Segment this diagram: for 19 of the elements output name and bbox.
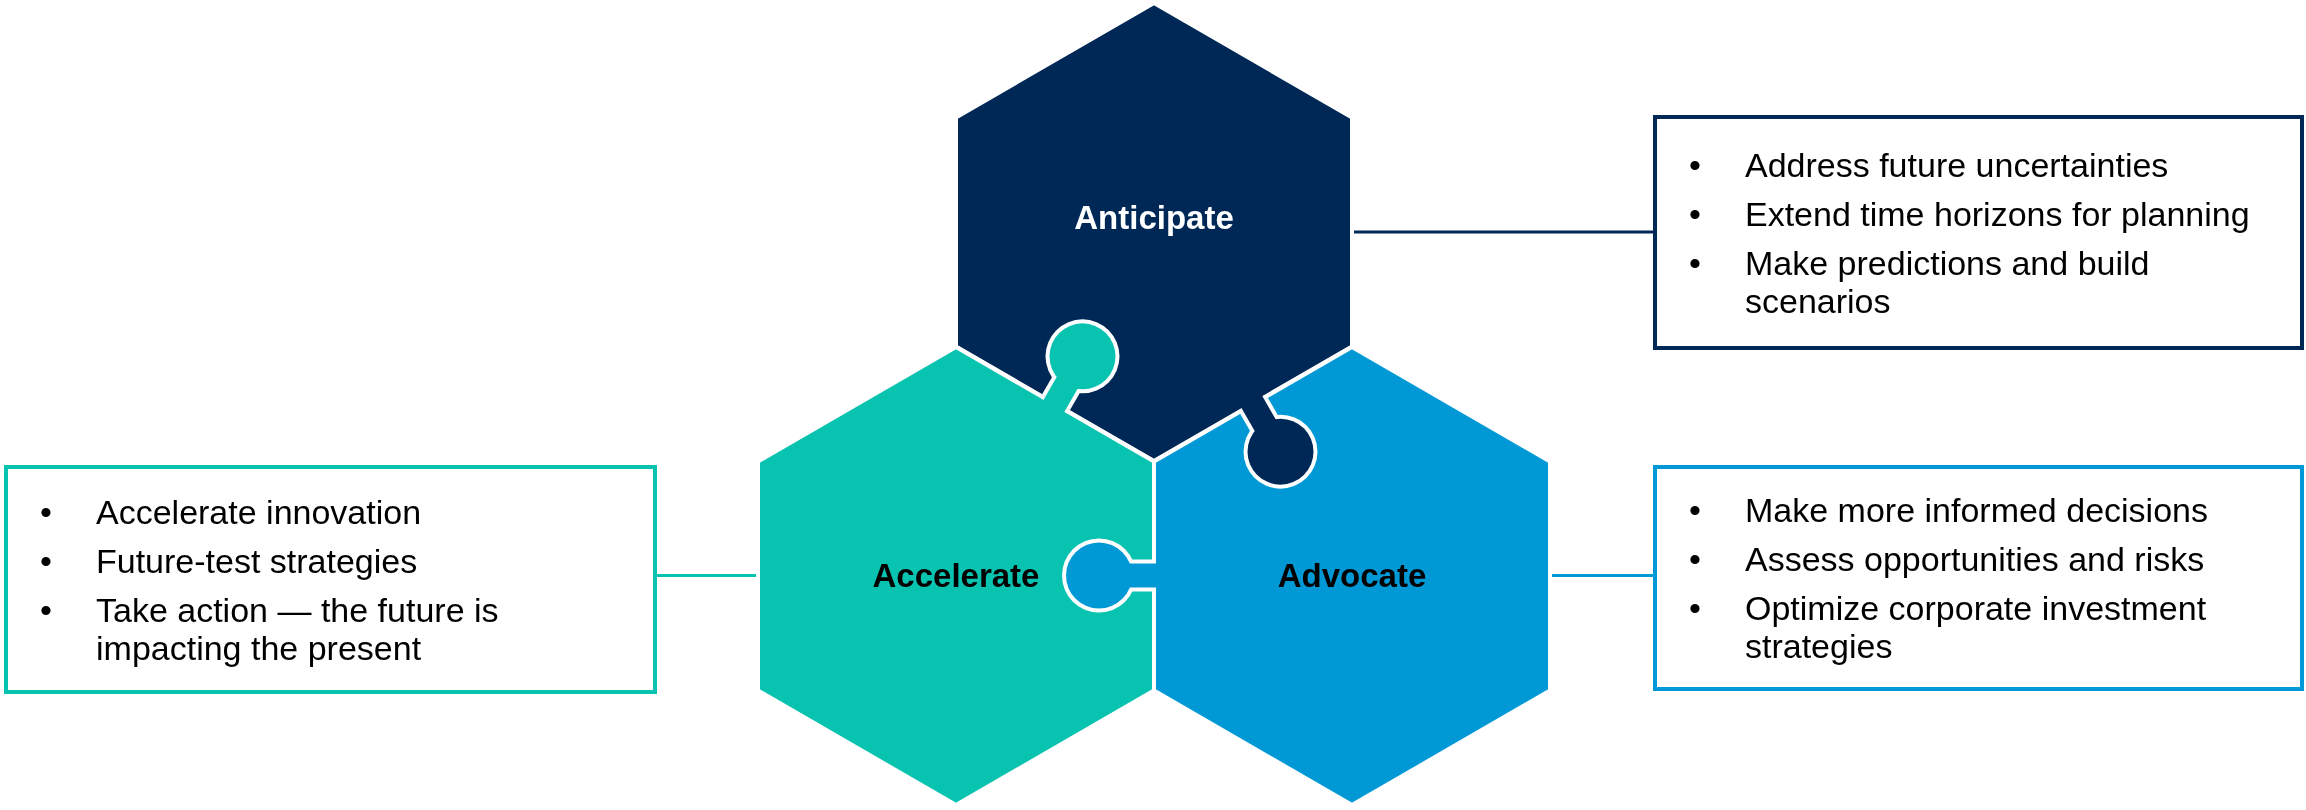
piece-label: Anticipate	[1074, 199, 1234, 237]
bullet-item: • Future-test strategies	[40, 541, 419, 580]
bullet-item: • Assess opportunities and risks	[1689, 540, 2206, 578]
bullet-item: • Make predictions and build scenarios	[1689, 243, 2151, 320]
piece-label: Accelerate	[872, 556, 1040, 595]
bullet-item: • Address future uncertainties	[1689, 145, 2170, 184]
bullet-list-box	[4, 465, 657, 694]
hexagon-puzzle-piece	[1154, 346, 1550, 805]
bullet-list-box	[1653, 115, 2304, 350]
bullet-item: • Extend time horizons for planning	[1689, 194, 2251, 233]
hexagon-puzzle-piece	[956, 3, 1352, 461]
bullet-list-box	[1653, 465, 2304, 691]
bullet-item: • Optimize corporate investment strategies	[1689, 589, 2208, 665]
connector-line	[657, 574, 758, 577]
bullet-item: • Take action — the future is impacting the present	[40, 590, 500, 667]
piece-label: Advocate	[1277, 556, 1427, 595]
bullet-item: • Make more informed decisions	[1689, 491, 2209, 529]
bullet-item: • Accelerate innovation	[40, 492, 423, 531]
hexagon-puzzle-piece	[758, 346, 1154, 805]
